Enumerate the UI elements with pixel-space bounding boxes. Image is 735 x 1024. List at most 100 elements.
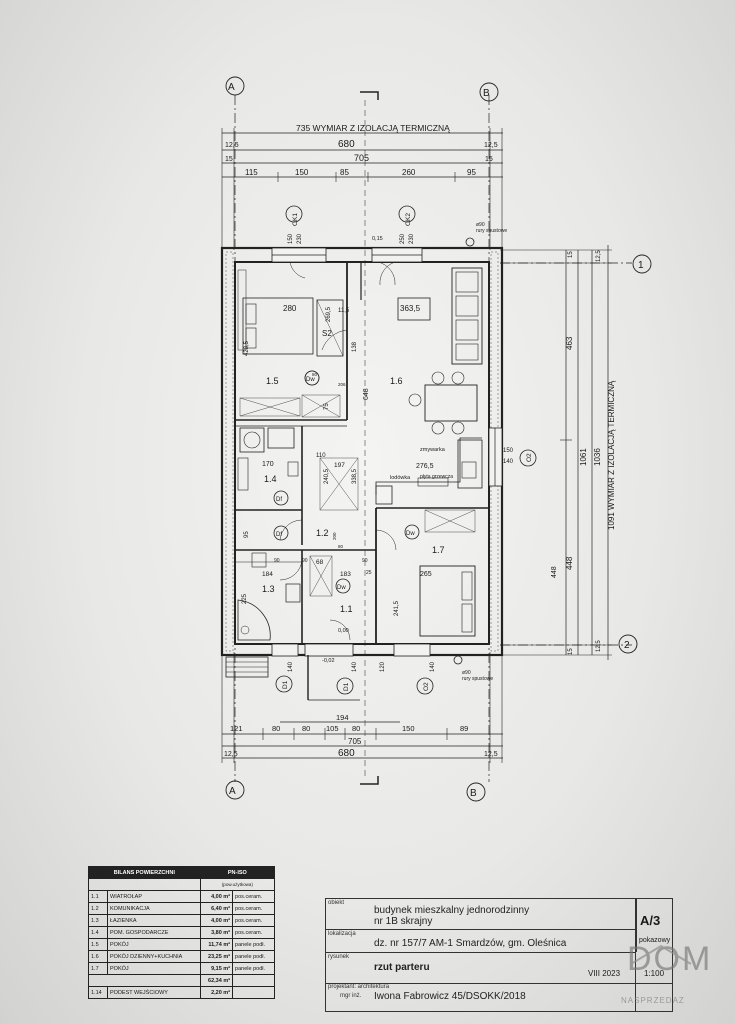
win-dim-150r: 150 xyxy=(503,448,514,454)
right-small-4: 15 xyxy=(568,648,574,655)
room-1-7: 1.7 xyxy=(432,545,445,555)
balance-row-name: POKÓJ xyxy=(107,962,201,975)
dim-241: 241,5 xyxy=(394,600,400,616)
right-dim-1036: 1036 xyxy=(593,448,602,466)
window-d1-a: D1 xyxy=(282,680,289,689)
dim-648: 648 xyxy=(363,388,370,400)
balance-row-name: POKÓJ xyxy=(107,938,201,951)
top-total-680: 680 xyxy=(338,139,355,150)
balance-row-floor: pos.ceram. xyxy=(232,914,275,927)
tb-proj: Iwona Fabrowicz 45/DSOKK/2018 xyxy=(374,991,526,1002)
balance-norm-sub: (pow.użytkowa) xyxy=(199,878,276,891)
door-80-2: 80 xyxy=(338,544,344,549)
watermark-text: DOM xyxy=(627,940,713,978)
balance-extra-name: PODEST WEJŚCIOWY xyxy=(107,986,201,999)
tb-rys-label: rysunek xyxy=(328,954,350,960)
label-fridge: lodówka xyxy=(390,475,411,481)
bottom-seg-4: 105 xyxy=(326,724,339,733)
win-dim-140r: 140 xyxy=(503,459,514,465)
balance-row-no: 1.2 xyxy=(88,902,108,915)
tb-rys: rzut parteru xyxy=(374,962,430,973)
watermark-logo: DOM NASPRZEDAZ xyxy=(621,940,725,1010)
balance-row-no: 1.7 xyxy=(88,962,108,975)
dim-240: 240,5 xyxy=(324,468,330,484)
tb-obiekt-1: budynek mieszkalny jednorodzinny xyxy=(374,905,530,916)
house-icon xyxy=(630,944,692,965)
win-dim-230a: 230 xyxy=(297,233,303,244)
win-dim-140b: 140 xyxy=(352,661,358,672)
balance-row-floor: pos.ceram. xyxy=(232,926,275,939)
tb-sheet: A/3 xyxy=(640,913,661,928)
balance-row-area: 4,00 m² xyxy=(199,914,234,927)
right-dim-1061: 1061 xyxy=(579,448,588,466)
dim-265: 265 xyxy=(420,571,432,578)
bottom-680: 680 xyxy=(338,748,355,759)
door-90-3: 90 xyxy=(362,558,368,564)
balance-row-area: 11,74 m² xyxy=(199,938,234,951)
bottom-seg-2: 80 xyxy=(272,724,280,733)
door-80-1: 80 xyxy=(312,372,318,377)
balance-row-name: KOMUNIKACJA xyxy=(107,902,201,915)
win-dim-120: 120 xyxy=(380,661,386,672)
bottom-seg-5: 80 xyxy=(352,724,360,733)
room-1-3: 1.3 xyxy=(262,584,275,594)
right-small-3: 12,5 xyxy=(596,640,602,652)
bottom-seg-3: 80 xyxy=(302,724,310,733)
tb-proj-label2: mgr inż. xyxy=(340,993,362,999)
top-seg-5: 95 xyxy=(467,168,476,177)
balance-row-floor: pos.ceram. xyxy=(232,902,275,915)
dim-95: 95 xyxy=(244,531,250,538)
balance-row-name: ŁAZIENKA xyxy=(107,914,201,927)
top-inner-705: 705 xyxy=(354,153,369,163)
right-small-1: 15 xyxy=(568,251,574,258)
top-ins-left: 12,5 xyxy=(225,142,239,149)
top-seg-1: 115 xyxy=(245,168,258,177)
dim-183: 183 xyxy=(340,571,351,578)
dim-448-inner: 448 xyxy=(551,566,558,578)
vent-dw-1: Dw xyxy=(306,377,315,383)
balance-total: 62,34 m² xyxy=(199,974,234,987)
dim-184: 184 xyxy=(262,571,273,578)
balance-row-area: 3,80 m² xyxy=(199,926,234,939)
bottom-ins-right: 12,5 xyxy=(484,751,498,758)
dim-138: 138 xyxy=(352,341,358,352)
dim-110: 110 xyxy=(316,453,326,459)
axis-1: 1 xyxy=(638,260,644,271)
room-1-6: 1.6 xyxy=(390,376,403,386)
win-dim-140a: 140 xyxy=(288,661,294,672)
dim-338: 338,5 xyxy=(352,468,358,484)
dim-225: 225 xyxy=(242,593,248,604)
right-insulation-dim: 1091 WYMIAR Z IZOLACJĄ TERMICZNĄ xyxy=(607,380,616,530)
win-dim-140c: 140 xyxy=(430,661,436,672)
room-1-5: 1.5 xyxy=(266,376,279,386)
tb-date: VIII 2023 xyxy=(588,969,621,978)
right-dim-448: 448 xyxy=(565,556,574,570)
window-ok2: OK2 xyxy=(405,213,412,226)
dim-25: 25 xyxy=(366,570,372,576)
lintel-015: 0,15 xyxy=(372,236,383,242)
axis-b-top: B xyxy=(483,88,490,99)
balance-row-area: 6,40 m² xyxy=(199,902,234,915)
tb-obiekt-2: nr 1B skrajny xyxy=(374,916,433,927)
dim-363: 363,5 xyxy=(400,304,421,313)
bottom-705: 705 xyxy=(348,737,362,746)
vent-dw-2: Dw xyxy=(337,585,346,591)
axis-a-top: A xyxy=(228,82,235,93)
tb-pokazowy: pokazowy xyxy=(639,937,671,944)
balance-row-floor: pos.ceram. xyxy=(232,890,275,903)
room-1-2: 1.2 xyxy=(316,528,329,538)
balance-row-no: 1.5 xyxy=(88,938,108,951)
bottom-seg-1: 121 xyxy=(230,724,243,733)
balance-row-name: WIATROŁAP xyxy=(107,890,201,903)
room-1-1: 1.1 xyxy=(340,604,353,614)
balance-row-no: 1.1 xyxy=(88,890,108,903)
right-dim-463: 463 xyxy=(565,336,574,350)
top-15-right: 15 xyxy=(485,156,493,163)
balance-row-area: 23,25 m² xyxy=(199,950,234,963)
